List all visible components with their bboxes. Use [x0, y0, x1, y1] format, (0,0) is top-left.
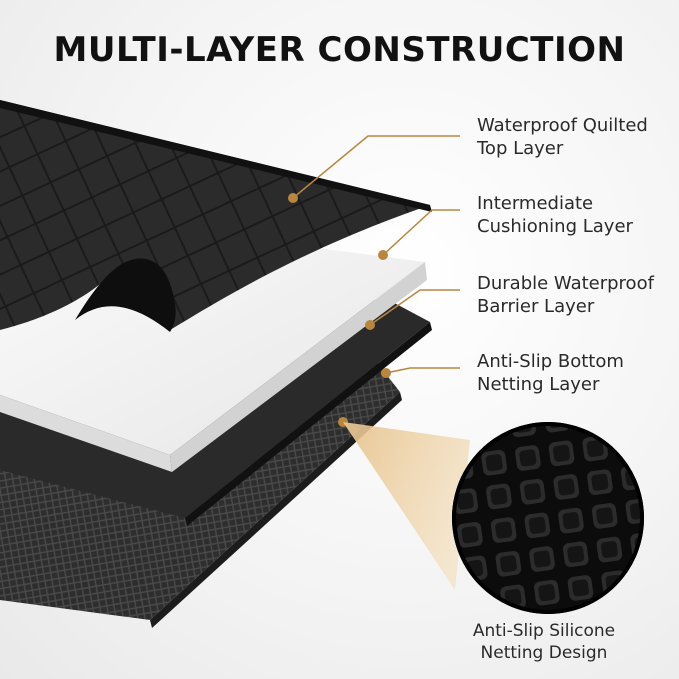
page-title: MULTI-LAYER CONSTRUCTION [53, 30, 626, 70]
detail-caption: Anti-Slip Silicone Netting Design [472, 621, 616, 663]
label-top-layer: Waterproof Quilted Top Layer [477, 115, 648, 159]
quilted-top-layer [0, 100, 432, 332]
magnifier-beam [343, 422, 470, 590]
callout-lines [292, 135, 460, 374]
label-cushioning-layer: Intermediate Cushioning Layer [477, 193, 633, 237]
label-barrier-layer: Durable Waterproof Barrier Layer [477, 273, 654, 317]
netting-detail-circle [452, 422, 644, 614]
label-netting-layer: Anti-Slip Bottom Netting Layer [477, 351, 624, 395]
